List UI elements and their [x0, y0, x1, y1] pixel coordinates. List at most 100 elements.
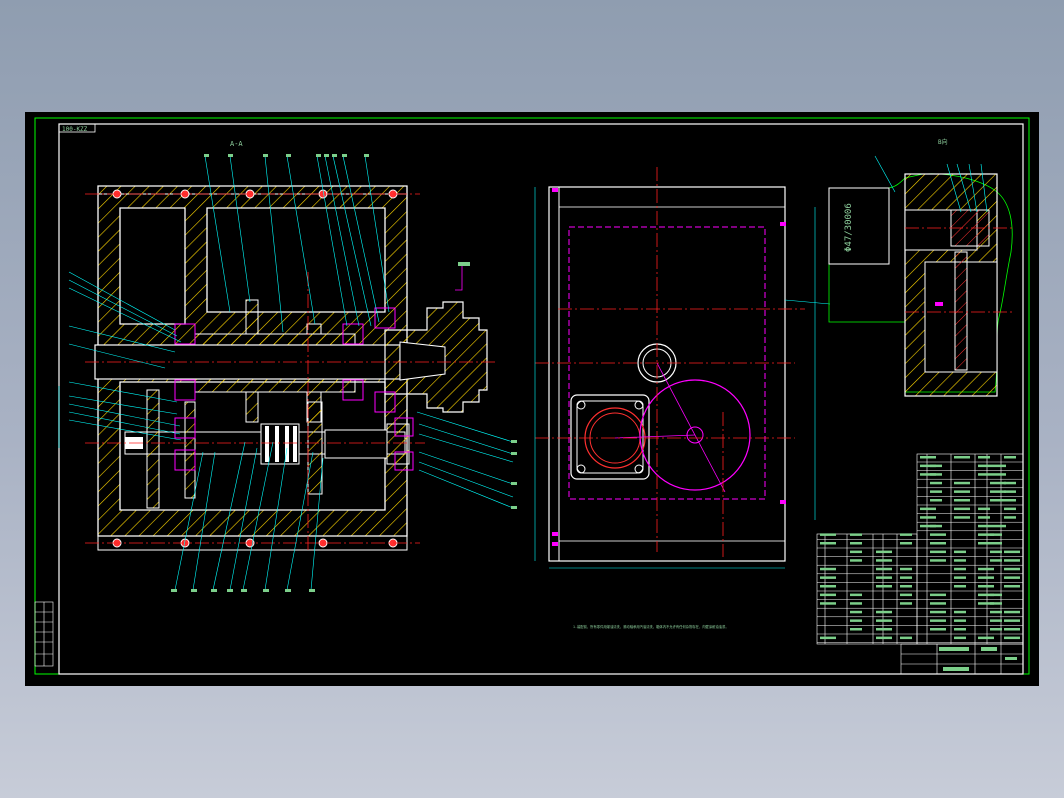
parts-list-cell: [990, 628, 1002, 631]
section-label: A-A: [230, 140, 243, 148]
parts-list-cell: [1004, 636, 1020, 640]
parts-list-cell: [990, 524, 1006, 528]
parts-list-cell: [954, 636, 966, 640]
parts-list-cell: [900, 602, 912, 605]
parts-list-cell: [990, 499, 1006, 502]
parts-list-cell: [1004, 610, 1020, 614]
parts-list-rows: [817, 461, 1023, 643]
parts-list-cell: [1004, 516, 1016, 519]
parts-list-cell: [978, 593, 994, 597]
parts-list-cell: [876, 636, 892, 640]
parts-list-cell: [954, 481, 970, 485]
partial-marker: [935, 302, 943, 306]
parts-list-cell: [990, 550, 1002, 554]
parts-list-cell: [850, 559, 862, 562]
parts-list-cell: [990, 533, 1002, 536]
technical-note: 1.装配前，所有零件用煤油清洗，滚动轴承用汽油清洗，箱体内不允许有任何杂物存在，…: [573, 624, 729, 629]
parts-list-cell: [978, 602, 994, 605]
arrow-label-box: [458, 262, 470, 266]
parts-list-cell: [900, 576, 912, 579]
parts-list-cell: [1004, 490, 1016, 493]
parts-list-cell: [930, 464, 942, 468]
parts-list-cell: [954, 559, 966, 562]
revision-column: [34, 601, 54, 667]
parts-list-cell: [876, 559, 892, 562]
cad-viewport[interactable]: 100-KZZ A-A: [25, 112, 1039, 686]
parts-list-cell: [954, 499, 970, 502]
parts-list-cell: [1004, 567, 1020, 571]
parts-list-cell: [876, 619, 892, 622]
parts-list-cell: [920, 456, 936, 459]
parts-list-cell: [978, 576, 994, 579]
parts-list-cell: [820, 576, 836, 579]
parts-list-cell: [930, 542, 946, 545]
vertical-shaft: [954, 251, 968, 371]
section-view: A-A: [58, 140, 517, 592]
title-block-text: [939, 647, 1017, 671]
parts-list-cell: [954, 610, 966, 614]
parts-list-cell: [1004, 619, 1020, 622]
partial-leaders: [874, 155, 988, 213]
parts-list-cell: [930, 628, 946, 631]
counter-gear-left: [146, 389, 160, 509]
partial-view: B向 Φ47/30006: [828, 138, 1015, 397]
parts-list-cell: [930, 559, 946, 562]
parts-list-cell: [850, 610, 862, 614]
parts-list-cell: [930, 473, 942, 476]
counter-gear-3: [307, 401, 323, 495]
parts-list-cell: [978, 567, 994, 571]
parts-list-cell: [1004, 499, 1016, 502]
parts-list-cell: [876, 567, 892, 571]
bearing-right-lower: [386, 423, 410, 465]
end-view-bolts: [552, 188, 786, 546]
parts-list-cell: [1004, 559, 1020, 562]
parts-list-cell: [820, 636, 836, 640]
synchronizer-teeth: [265, 426, 297, 462]
side-view-label: B向: [938, 138, 948, 146]
parts-list-cell: [820, 593, 836, 597]
partial-center-lines: [905, 227, 1015, 313]
parts-list-cell: [954, 516, 970, 519]
gear-link: [614, 434, 696, 439]
gear-radius: [656, 362, 726, 493]
direction-arrow: [455, 262, 463, 291]
parts-list-cell: [930, 524, 942, 528]
parts-list-cell: [876, 550, 892, 554]
end-view: [534, 167, 831, 569]
parts-list-cell: [900, 533, 912, 536]
parts-list-cell: [876, 610, 892, 614]
parts-list-cell: [954, 507, 970, 511]
parts-list-cell: [1004, 628, 1020, 631]
parts-list-cell: [954, 550, 966, 554]
parts-list-cell: [876, 628, 892, 631]
parts-list-cell: [900, 585, 912, 588]
output-bore: [399, 341, 446, 381]
parts-list-cell: [978, 533, 994, 536]
parts-list-cell: [930, 481, 942, 485]
parts-list-cell: [1004, 550, 1020, 554]
parts-list-cell: [850, 542, 862, 545]
parts-list-cell: [920, 524, 936, 528]
cad-drawing: 100-KZZ A-A: [34, 117, 1030, 675]
callout-marks: [171, 154, 517, 592]
parts-list-cell: [954, 585, 966, 588]
parts-list-cell: [920, 464, 936, 468]
parts-list-cell: [954, 628, 966, 631]
parts-list-cell: [990, 619, 1002, 622]
parts-list-cell: [978, 507, 990, 511]
parts-list-cell: [1004, 576, 1020, 579]
gear-main-1: [245, 299, 259, 335]
dimension-lines: [534, 187, 831, 569]
parts-list-cell: [930, 619, 946, 622]
parts-list-cell: [820, 602, 836, 605]
title-block: [900, 643, 1024, 675]
end-view-centers: [535, 167, 805, 557]
parts-list-cell: [954, 490, 970, 493]
parts-list-cell: [990, 464, 1006, 468]
shaft-end-flange: [828, 187, 890, 265]
parts-list-cell: [920, 507, 936, 511]
parts-list-cell: [954, 567, 966, 571]
lower-flange-bolts: [576, 400, 644, 474]
gear-main-3: [245, 391, 259, 423]
parts-list-cell: [850, 533, 862, 536]
